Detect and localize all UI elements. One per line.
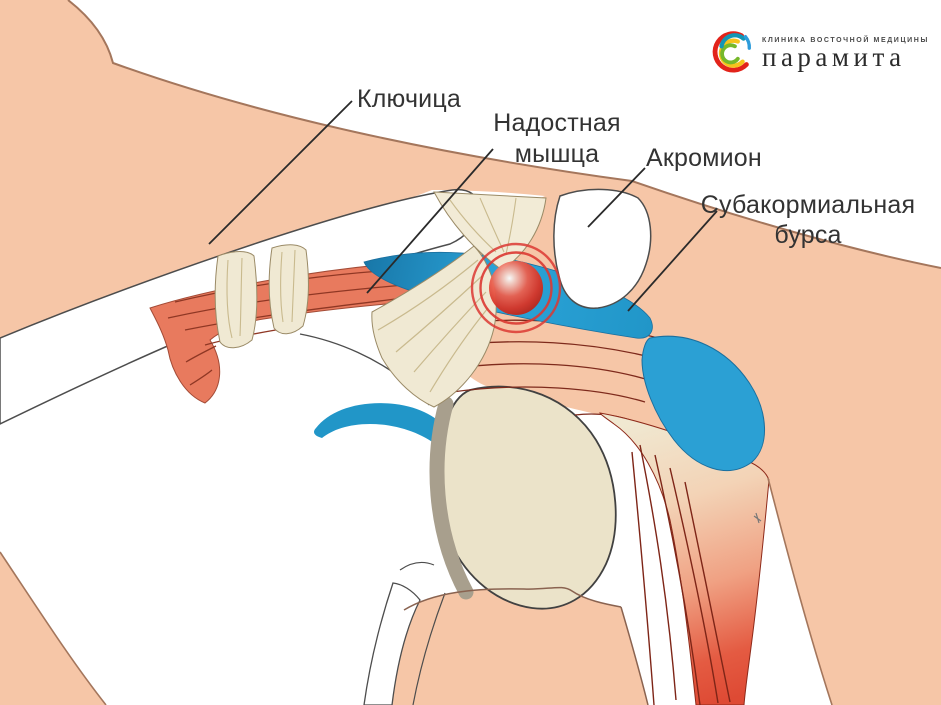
leader-line-acromion xyxy=(587,167,646,228)
logo-text: КЛИНИКА ВОСТОЧНОЙ МЕДИЦИНЫ парамита xyxy=(762,36,929,72)
leader-line-supraspinatus xyxy=(366,148,494,294)
leader-line-clavicle xyxy=(208,100,353,245)
label-acromion: Акромион xyxy=(646,144,762,172)
skin-bottom-left xyxy=(0,552,106,705)
bone-notch-arc xyxy=(399,561,435,571)
biceps-tendon-band xyxy=(363,561,446,705)
tendon-straps xyxy=(214,244,309,349)
humeral-head xyxy=(429,385,617,610)
label-supraspinatus-line1: Надостная xyxy=(493,109,621,137)
label-bursa-line1: Субакормиальная xyxy=(700,191,916,219)
label-subacromial-bursa: Субакормиальная бурса xyxy=(698,190,918,250)
logo-tagline: КЛИНИКА ВОСТОЧНОЙ МЕДИЦИНЫ xyxy=(762,36,929,44)
label-supraspinatus: Надостная мышца xyxy=(468,108,646,170)
label-bursa-line2: бурса xyxy=(774,221,842,249)
logo-swirl-icon xyxy=(712,31,751,73)
supraspinatus-tendon-sheet xyxy=(371,191,585,408)
clinic-logo: КЛИНИКА ВОСТОЧНОЙ МЕДИЦИНЫ парамита xyxy=(710,24,927,82)
label-supraspinatus-line2: мышца xyxy=(514,140,600,168)
skin-under-head xyxy=(392,587,648,705)
bursa-lateral-pouch xyxy=(641,335,765,471)
bursa-lower-crescent xyxy=(314,403,449,446)
logo-brand: парамита xyxy=(762,41,906,72)
label-clavicle: Ключица xyxy=(357,85,461,113)
acromion-bone xyxy=(553,188,652,309)
cartilage-shadow-crescent xyxy=(429,396,474,600)
deltoid-fiber-lines xyxy=(631,444,731,705)
tendon-fan xyxy=(433,191,547,271)
leader-line-bursa xyxy=(627,210,718,312)
leader-lines xyxy=(208,100,718,312)
pain-indicator xyxy=(470,242,562,334)
